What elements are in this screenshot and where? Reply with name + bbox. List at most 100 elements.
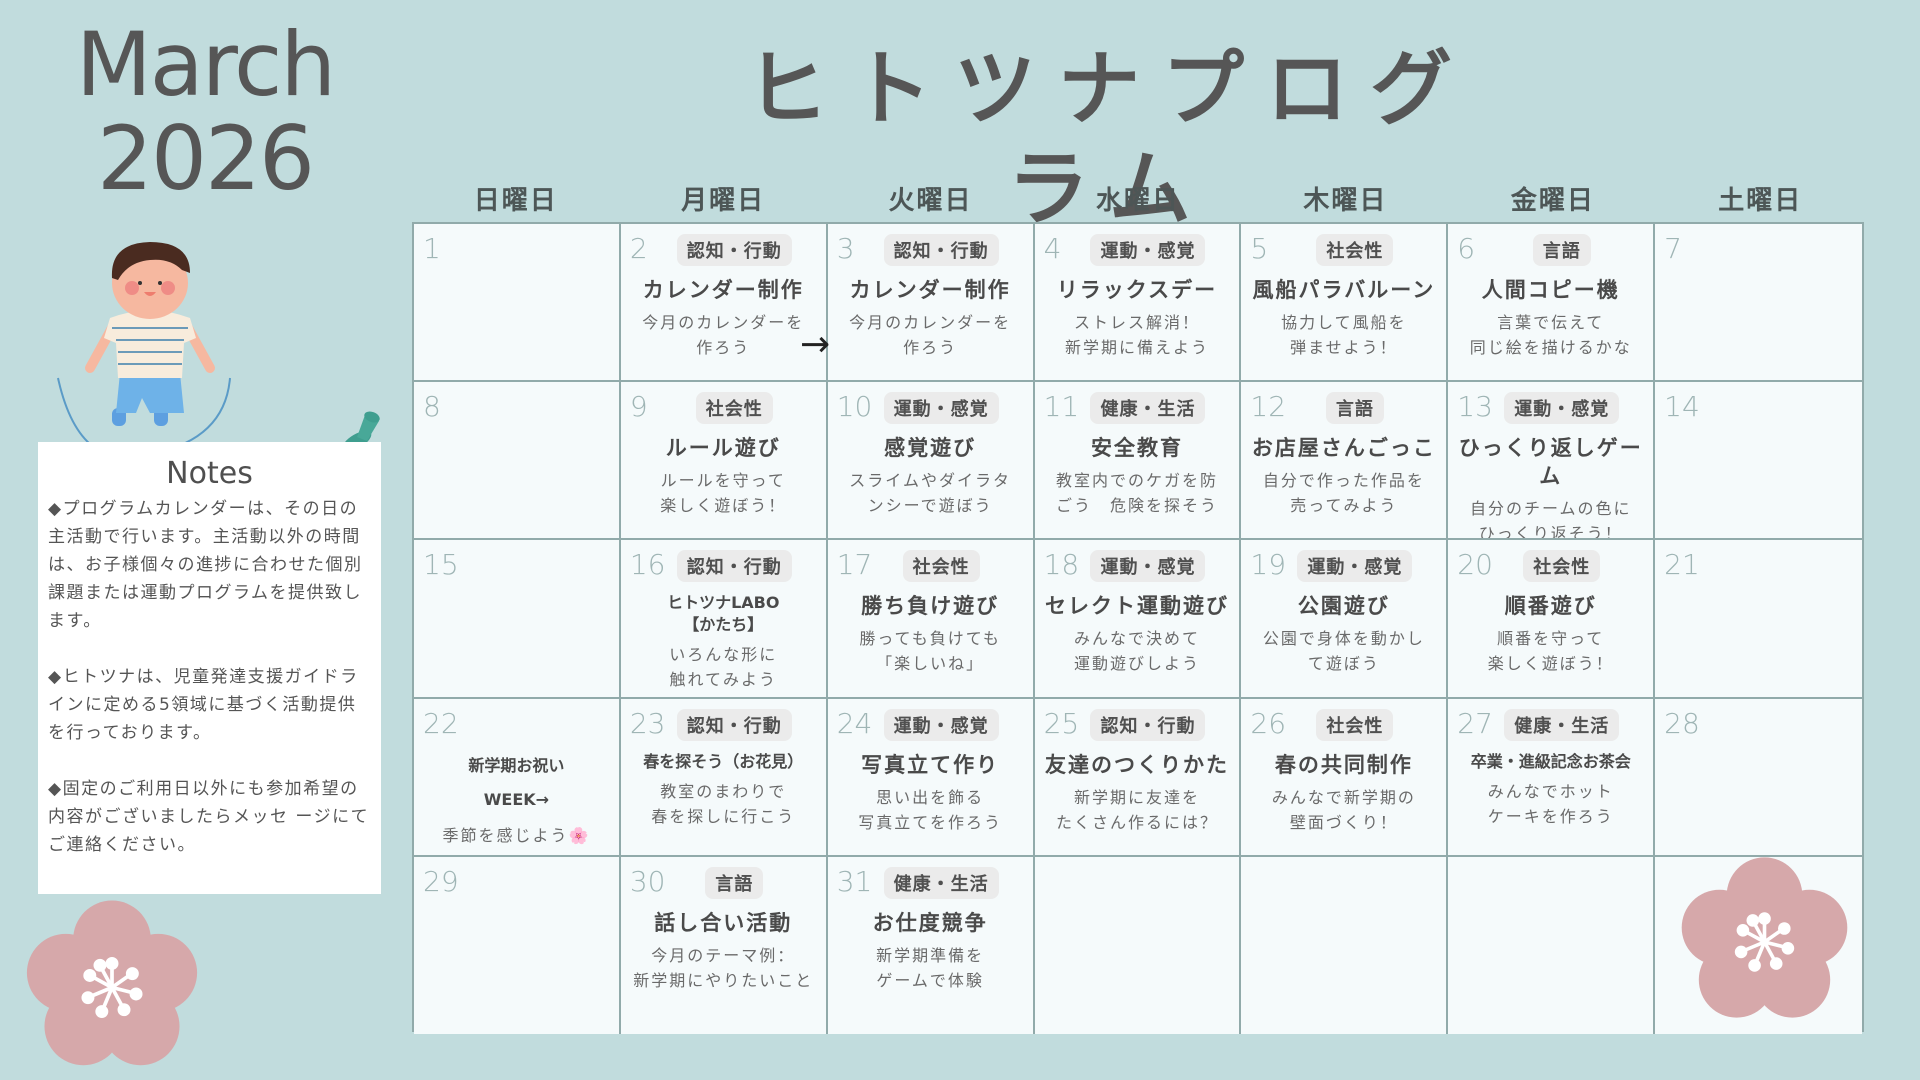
day-number: 8 [423,390,441,423]
activity-title: カレンダー制作 [849,278,1011,302]
day-number: 19 [1250,548,1287,581]
weekday-friday: 金曜日 [1510,186,1595,216]
day-number: 15 [423,548,459,581]
activity-title: 人間コピー機 [1481,278,1620,302]
calendar-day-cell: 7 [1655,224,1862,382]
category-badge: 認知・行動 [676,550,792,582]
activity-title: お店屋さんごっこ [1251,436,1436,460]
plum-blossom-icon [1681,857,1848,1018]
category-badge: 運動・感覚 [883,709,999,741]
calendar-day-cell: 14 [1655,382,1862,540]
activity-description: ストレス解消！ 新学期に備えよう [1064,313,1209,357]
category-badge: 認知・行動 [1090,709,1206,741]
day-number: 28 [1664,707,1700,740]
calendar-day-cell: 8 [414,382,621,540]
activity-description: みんなで決めて 運動遊びしよう [1073,629,1200,673]
activity-title: 公園遊び [1297,594,1390,618]
activity-title: カレンダー制作 [642,278,804,302]
day-number: 10 [836,390,873,423]
calendar-empty-cell [1241,857,1449,1034]
category-badge: 社会性 [1316,234,1394,266]
category-badge: 社会性 [902,550,980,582]
category-badge: 認知・行動 [883,234,999,266]
activity-title: 話し合い活動 [654,911,793,935]
activity-description: 自分で作った作品を 売ってみよう [1262,471,1425,515]
category-badge: 健康・生活 [883,867,999,899]
activity-description: 思い出を飾る 写真立てを作ろう [858,788,1002,832]
month-label: March [75,13,336,116]
activity-description: 協力して風船を 弾ませよう！ [1281,313,1407,357]
category-badge: 運動・感覚 [1504,392,1620,424]
calendar-day-cell: 6 言語人間コピー機言葉で伝えて 同じ絵を描けるかな [1448,224,1656,382]
activity-description: 順番を守って 楽しく遊ぼう！ [1487,629,1614,673]
category-badge: 運動・感覚 [1297,550,1413,582]
day-number: 30 [629,865,666,898]
day-number: 27 [1457,707,1493,740]
activity-title: セレクト運動遊び [1044,594,1229,618]
day-number: 3 [836,232,855,265]
day-number: 14 [1664,390,1700,423]
notes-title: Notes [166,456,253,491]
day-number: 6 [1457,232,1476,265]
day-number: 26 [1250,707,1287,740]
weekday-thursday: 木曜日 [1303,186,1388,216]
activity-title: 勝ち負け遊び [861,594,1000,618]
day-number: 25 [1043,707,1080,740]
weekday-saturday: 土曜日 [1718,186,1803,216]
page-title: ヒトツナプログラム [745,42,1474,237]
activity-description: みんなでホット ケーキを作ろう [1487,782,1614,826]
activity-title: 新学期お祝い WEEK→ [468,756,565,809]
day-number: 20 [1457,548,1493,581]
day-number: 2 [629,232,648,265]
activity-title: 順番遊び [1504,594,1597,618]
activity-title: 友達のつくりかた [1044,753,1229,777]
weekday-wednesday: 水曜日 [1095,186,1180,216]
activity-title: 写真立て作り [861,753,1000,777]
activity-description: みんなで新学期の 壁面づくり！ [1271,788,1416,832]
day-number: 18 [1043,548,1080,581]
notes-panel: Notes ◆プログラムカレンダーは、その日の主活動で行います。主活動以外の時間… [38,442,381,894]
activity-title: リラックスデー [1056,278,1218,302]
activity-title: 卒業・進級記念お茶会 [1470,752,1631,771]
category-badge: 社会性 [695,392,773,424]
day-number: 17 [836,548,873,581]
activity-description: 教室のまわりで 春を探しに行こう [651,782,796,826]
category-badge: 認知・行動 [676,234,792,266]
activity-description: 今月のテーマ例： 新学期にやりたいこと [633,946,814,990]
notes-paragraph-2: ◆ヒトツナは、児童発達支援ガイドラインに定める5領域に基づく活動提供を行っており… [48,667,359,743]
activity-description: 勝っても負けても 「楽しいね」 [859,629,1001,673]
category-badge: 言語 [1532,234,1591,266]
category-badge: 健康・生活 [1090,392,1206,424]
activity-description: 新学期準備を ゲームで体験 [876,946,985,990]
category-badge: 言語 [1325,392,1384,424]
category-badge: 健康・生活 [1504,709,1620,741]
activity-description: スライムやダイラタ ンシーで遊ぼう [849,471,1011,515]
weekday-sunday: 日曜日 [473,186,558,216]
notes-paragraph-1: ◆プログラムカレンダーは、その日の主活動で行います。主活動以外の時間は、お子様個… [48,499,363,631]
activity-title: 春の共同制作 [1274,753,1413,777]
day-number: 29 [423,865,459,898]
activity-description: 言葉で伝えて 同じ絵を描けるかな [1469,313,1632,357]
day-number: 9 [629,390,648,423]
activity-title: 安全教育 [1090,436,1183,460]
plum-blossom-icon [26,900,198,1066]
category-badge: 運動・感覚 [883,392,999,424]
